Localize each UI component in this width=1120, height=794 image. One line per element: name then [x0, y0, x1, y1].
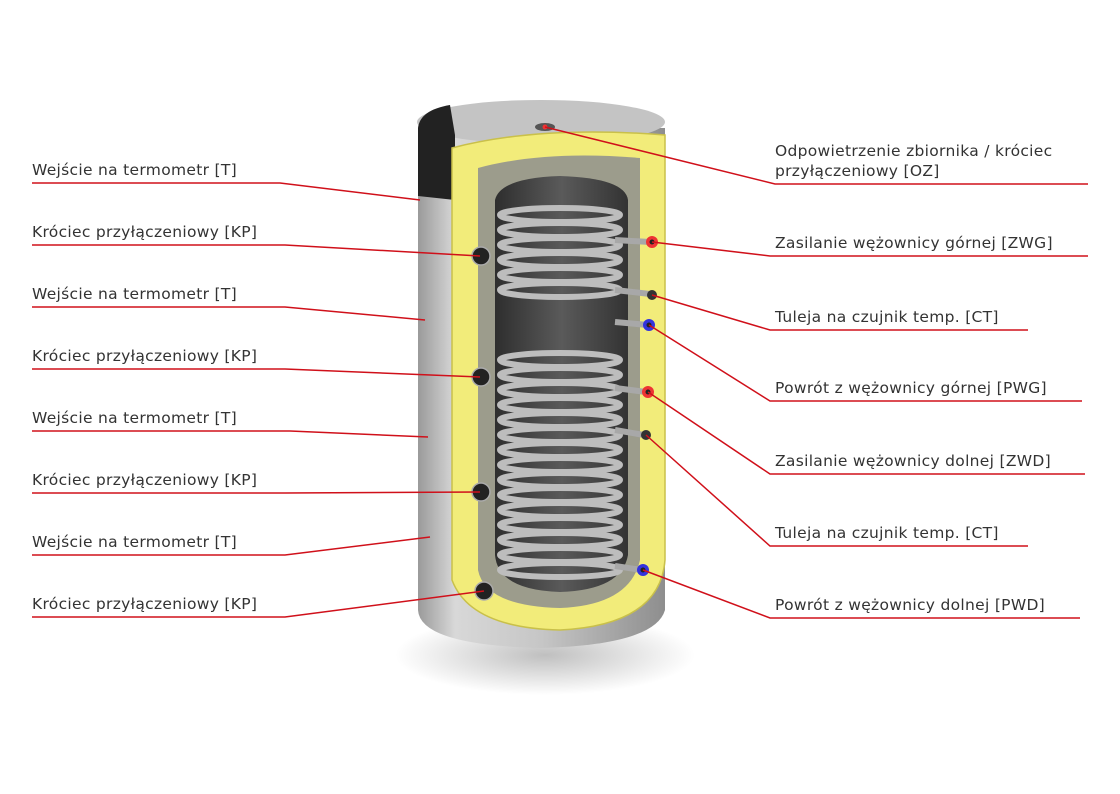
leader-line — [651, 294, 1028, 331]
label-left-7: Wejście na termometr [T] — [32, 533, 237, 551]
label-right-3: Tuleja na czujnik temp. [CT] — [775, 308, 999, 326]
label-left-2: Króciec przyłączeniowy [KP] — [32, 223, 258, 241]
leader-line — [32, 491, 481, 494]
leader-line — [32, 430, 429, 438]
label-left-6: Króciec przyłączeniowy [KP] — [32, 471, 258, 489]
label-left-4: Króciec przyłączeniowy [KP] — [32, 347, 258, 365]
label-right-1a: Odpowietrzenie zbiornika / króciec — [775, 142, 1053, 160]
leader-lines — [32, 126, 1088, 619]
top-cap-band — [418, 105, 455, 200]
leader-line — [648, 324, 1082, 402]
leader-line — [544, 126, 1088, 185]
label-left-1: Wejście na termometr [T] — [32, 161, 237, 179]
leader-line — [645, 434, 1028, 547]
leader-line — [651, 241, 1088, 257]
label-right-7: Powrót z wężownicy dolnej [PWD] — [775, 596, 1046, 614]
label-left-8: Króciec przyłączeniowy [KP] — [32, 595, 258, 613]
label-right-6: Tuleja na czujnik temp. [CT] — [775, 524, 999, 542]
label-right-5: Zasilanie wężownicy dolnej [ZWD] — [775, 452, 1051, 470]
leader-line — [32, 590, 485, 618]
leader-line — [32, 244, 481, 257]
heating-coils — [497, 205, 623, 580]
leader-line — [32, 182, 421, 201]
label-left-3: Wejście na termometr [T] — [32, 285, 237, 303]
coil-turn — [497, 560, 623, 580]
label-right-1b: przyłączeniowy [OZ] — [775, 162, 940, 180]
label-left-5: Wejście na termometr [T] — [32, 409, 237, 427]
label-right-4: Powrót z wężownicy górnej [PWG] — [775, 379, 1047, 397]
label-right-2: Zasilanie wężownicy górnej [ZWG] — [775, 234, 1053, 252]
leader-line — [642, 569, 1080, 619]
leader-line — [647, 391, 1085, 475]
leader-line — [32, 306, 426, 321]
leader-line — [32, 368, 481, 378]
leader-line — [32, 536, 431, 556]
